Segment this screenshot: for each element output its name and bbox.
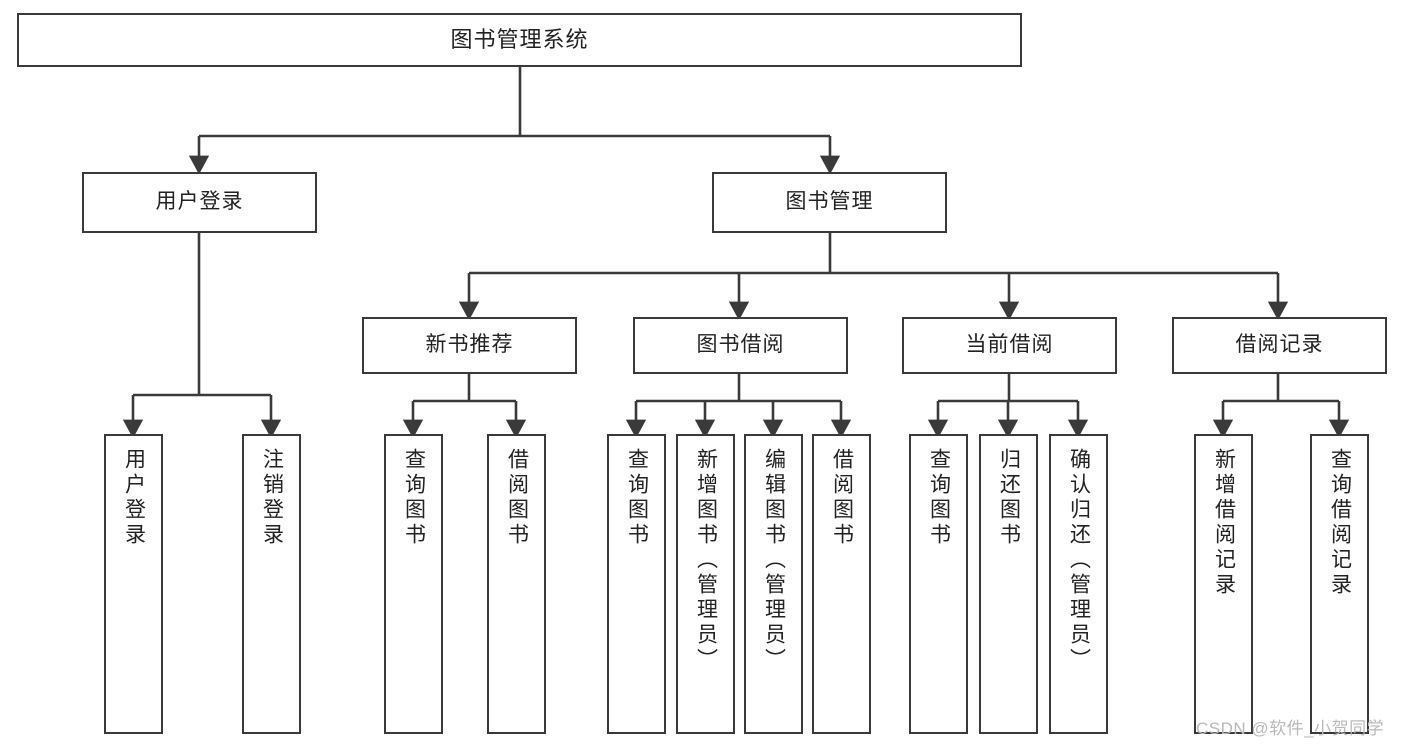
node-label: 查询图书 (402, 448, 426, 548)
node-label: 归还图书 (997, 448, 1021, 548)
node-label: 新增图书（管理员） (694, 448, 718, 673)
connector-userlogin-to-leaves (122, 233, 282, 439)
node-borrowing-record[interactable]: 借阅记录 (1172, 317, 1387, 374)
node-label: 查询借阅记录 (1328, 448, 1352, 598)
node-leaf-query-book-1[interactable]: 查询图书 (384, 434, 443, 734)
connector-currentborrow-to-leaves (927, 374, 1089, 439)
node-label: 注销登录 (260, 448, 284, 548)
node-label: 借阅记录 (1235, 333, 1324, 357)
node-label: 用户登录 (122, 448, 146, 548)
node-leaf-borrow-book-1[interactable]: 借阅图书 (487, 434, 546, 734)
node-leaf-user-login[interactable]: 用户登录 (104, 434, 163, 734)
node-label: 用户登录 (155, 190, 244, 214)
node-new-book-recommendation[interactable]: 新书推荐 (362, 317, 577, 374)
node-label: 新书推荐 (425, 333, 514, 357)
connector-root-to-level2 (188, 67, 841, 175)
node-root-book-management-system[interactable]: 图书管理系统 (17, 13, 1022, 67)
node-label: 查询图书 (625, 448, 649, 548)
node-book-management[interactable]: 图书管理 (712, 172, 947, 233)
node-label: 图书管理系统 (450, 27, 589, 53)
node-label: 查询图书 (927, 448, 951, 548)
node-leaf-logout[interactable]: 注销登录 (242, 434, 301, 734)
node-leaf-query-book-3[interactable]: 查询图书 (909, 434, 968, 734)
node-label: 图书管理 (785, 190, 874, 214)
node-leaf-borrow-book-2[interactable]: 借阅图书 (812, 434, 871, 734)
connector-borrowrecord-to-leaves (1212, 374, 1350, 439)
node-leaf-query-borrow-record[interactable]: 查询借阅记录 (1310, 434, 1369, 734)
node-label: 当前借阅 (965, 333, 1054, 357)
node-current-borrowing[interactable]: 当前借阅 (902, 317, 1117, 374)
node-label: 借阅图书 (830, 448, 854, 548)
node-leaf-edit-book[interactable]: 编辑图书（管理员） (744, 434, 803, 734)
watermark-text: CSDN @软件_小贺同学 (1196, 719, 1385, 738)
node-label: 新增借阅记录 (1212, 448, 1236, 598)
node-leaf-confirm-return[interactable]: 确认归还（管理员） (1049, 434, 1108, 734)
node-user-login[interactable]: 用户登录 (82, 172, 317, 233)
node-label: 编辑图书（管理员） (762, 448, 786, 673)
connector-newbook-to-leaves (402, 374, 527, 439)
connector-bookborrow-to-leaves (625, 374, 852, 439)
node-leaf-add-book[interactable]: 新增图书（管理员） (676, 434, 735, 734)
node-label: 确认归还（管理员） (1067, 448, 1091, 673)
node-book-borrowing[interactable]: 图书借阅 (633, 317, 848, 374)
node-leaf-return-book[interactable]: 归还图书 (979, 434, 1038, 734)
connector-bookmanage-to-level3 (458, 233, 1289, 321)
node-leaf-query-book-2[interactable]: 查询图书 (607, 434, 666, 734)
node-label: 图书借阅 (696, 333, 785, 357)
csdn-watermark: CSDN @软件_小贺同学 (1196, 714, 1384, 739)
node-leaf-add-borrow-record[interactable]: 新增借阅记录 (1194, 434, 1253, 734)
node-label: 借阅图书 (505, 448, 529, 548)
